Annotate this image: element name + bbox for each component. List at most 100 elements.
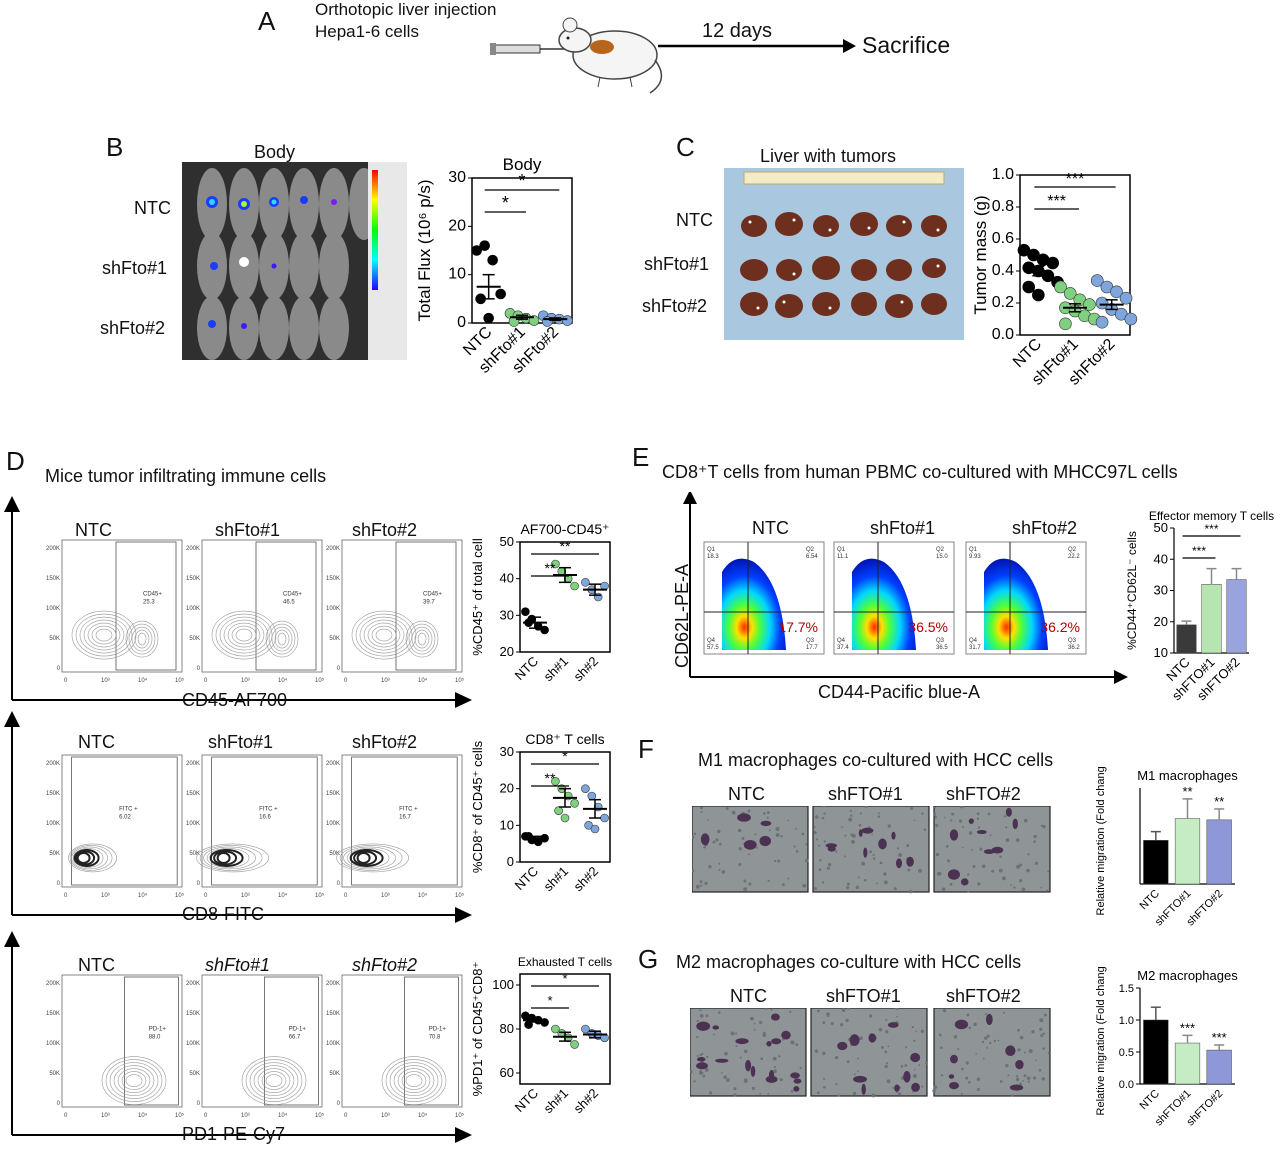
quadrant-q3: Q3 <box>936 638 945 644</box>
texture <box>693 832 697 836</box>
flow-y-tick: 0 <box>337 881 341 887</box>
texture <box>723 1075 727 1080</box>
x-arrow-head <box>455 692 472 708</box>
flow-y-tick: 50K <box>49 1071 60 1077</box>
flow-y-tick: 50K <box>329 636 340 642</box>
gate-box <box>71 756 178 886</box>
d3-col-ntc: NTC <box>78 955 115 975</box>
panel-a-line1: Orthotopic liver injection <box>315 0 497 19</box>
data-point <box>540 625 549 635</box>
texture <box>962 825 965 828</box>
flow-x-tick: 10⁴ <box>138 892 148 899</box>
contour-ring <box>261 1071 287 1090</box>
panel-e-title: CD8⁺T cells from human PBMC co-cultured … <box>662 462 1178 482</box>
flow-x-tick: 10⁵ <box>315 892 325 899</box>
x-tick-label: NTC <box>512 654 541 683</box>
migrated-cell <box>911 1082 920 1092</box>
flow-y-tick: 0 <box>337 666 341 672</box>
flow-x-tick: 0 <box>204 1113 208 1119</box>
flow-y-tick: 200K <box>46 761 60 767</box>
flow-plot-frame <box>201 539 323 673</box>
quadrant-q1: 18.3 <box>707 554 719 560</box>
texture <box>1043 1013 1047 1017</box>
texture <box>989 834 992 837</box>
texture <box>896 1015 898 1018</box>
texture <box>979 847 983 851</box>
texture <box>852 1091 857 1095</box>
migrated-cell <box>712 1025 720 1030</box>
x-tick-label: sh#2 <box>571 654 602 685</box>
texture <box>968 1026 972 1030</box>
texture <box>878 1027 883 1032</box>
texture <box>822 1051 826 1056</box>
bar <box>1143 1019 1169 1085</box>
texture <box>795 827 797 830</box>
flow-plot-frame <box>61 539 183 673</box>
texture <box>787 877 790 880</box>
migrated-cell <box>743 839 757 850</box>
data-point <box>584 821 593 830</box>
texture <box>851 833 856 838</box>
texture <box>893 887 897 891</box>
texture <box>856 1057 859 1060</box>
texture <box>753 1029 756 1031</box>
y-axis-label: Relative migration (Fold change) <box>1095 766 1107 915</box>
texture <box>699 1013 704 1018</box>
texture <box>1032 1076 1037 1080</box>
e-col-shfto1: shFto#1 <box>870 518 936 538</box>
quadrant-q3: 17.7 <box>806 645 818 651</box>
texture <box>946 859 951 863</box>
data-point <box>483 312 494 324</box>
panel-g-title: M2 macrophages co-culture with HCC cells <box>676 952 1022 972</box>
flow-x-tick: 10³ <box>101 893 110 899</box>
x-tick-label: NTC <box>1137 1088 1162 1113</box>
texture <box>951 812 955 816</box>
y-axis-label: Tumor mass (g) <box>971 195 990 314</box>
flow-y-tick: 0 <box>197 881 201 887</box>
contour-ring <box>417 632 427 646</box>
migrated-cell <box>771 1013 780 1021</box>
contour-ring <box>346 848 390 868</box>
texture <box>822 806 826 808</box>
contour-ring <box>95 628 113 642</box>
texture <box>775 833 780 837</box>
texture <box>793 845 796 848</box>
data-point <box>1046 256 1060 270</box>
texture <box>976 1077 981 1082</box>
texture <box>844 834 847 837</box>
texture <box>991 869 995 873</box>
y-tick-label: 50 <box>500 534 514 549</box>
texture <box>821 817 824 820</box>
data-point <box>487 254 498 266</box>
d2-xlabel: CD8-FITC <box>182 904 264 924</box>
chart-title: Effector memory T cells <box>1149 509 1274 523</box>
y-tick-label: 10 <box>448 266 466 283</box>
flow-y-tick: 200K <box>46 981 60 987</box>
migrated-cell <box>759 835 771 847</box>
texture <box>945 845 949 848</box>
panel-b-row-ntc: NTC <box>134 198 171 218</box>
flow-y-tick: 150K <box>46 576 60 582</box>
contour-ring <box>343 846 396 870</box>
quadrant-q4: 37.4 <box>837 645 849 651</box>
texture <box>743 879 747 883</box>
panel-a-letter: A <box>258 6 276 36</box>
texture <box>913 819 916 822</box>
texture <box>933 806 936 809</box>
contour-ring <box>206 848 250 868</box>
texture <box>695 884 700 889</box>
texture <box>858 823 862 827</box>
flow-y-tick: 200K <box>326 546 340 552</box>
contour-ring <box>117 1068 151 1093</box>
bar <box>1174 1042 1201 1085</box>
texture <box>912 1090 914 1093</box>
migrated-cell <box>737 813 751 822</box>
data-point <box>587 791 597 801</box>
texture <box>834 1055 839 1060</box>
gate-box <box>395 541 457 671</box>
texture <box>1042 1032 1046 1035</box>
texture <box>863 878 867 882</box>
texture <box>819 858 822 862</box>
texture <box>884 1050 888 1054</box>
d1-col-shfto1: shFto#1 <box>215 520 281 540</box>
